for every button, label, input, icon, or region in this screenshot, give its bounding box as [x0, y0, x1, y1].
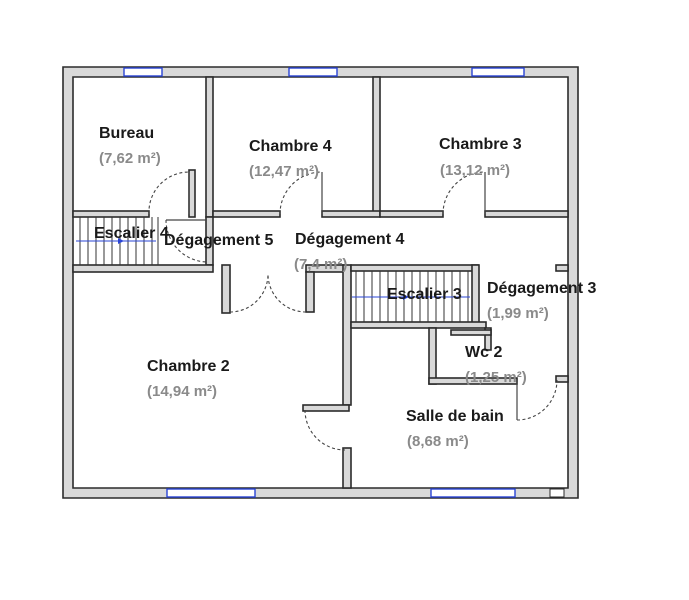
room-name-chambre2: Chambre 2 [147, 358, 230, 375]
wall-chambre4-bottom-right [321, 210, 381, 218]
room-name-escalier4: Escalier 4 [94, 225, 169, 242]
room-area-bureau: (7,62 m²) [99, 150, 161, 167]
room-area-chambre4: (12,47 m²) [249, 163, 319, 180]
wall-chambre4-chambre3 [372, 76, 381, 214]
door-chambre3 [442, 171, 486, 215]
wall-chambre2-door-jamb [305, 271, 315, 313]
wall-escalier3-top [350, 264, 479, 272]
escalier3-steps [352, 271, 470, 322]
door-chambre4 [279, 171, 323, 215]
room-area-wc2: (1,25 m²) [465, 369, 527, 386]
wall-chambre2-door-jamb-low [302, 404, 350, 412]
wall-wc-bottom [428, 377, 518, 385]
door-degagement5 [165, 219, 207, 263]
door-chambre2-double [229, 273, 307, 313]
room-name-wc2: Wc 2 [465, 344, 502, 361]
door-chambre2-side [304, 409, 346, 451]
window-chambre3 [471, 67, 525, 77]
wall-degagement3-stub [555, 264, 569, 272]
wall-sdb-stub [555, 375, 569, 383]
wall-bureau-chambre4 [205, 76, 214, 218]
window-bureau [123, 67, 163, 77]
wall-corner-detail [549, 488, 565, 498]
wall-chambre3-bottom-right [484, 210, 569, 218]
window-chambre2 [166, 488, 256, 498]
room-name-degagement4: Dégagement 4 [295, 231, 404, 248]
wall-wc-right [484, 327, 492, 351]
room-area-chambre2: (14,94 m²) [147, 383, 217, 400]
room-area-chambre3: (13,12 m²) [440, 162, 510, 179]
window-salle-de-bain [430, 488, 516, 498]
room-name-chambre3: Chambre 3 [439, 136, 522, 153]
wall-wc-left [428, 327, 437, 385]
room-area-degagement4: (7,4 m²) [294, 256, 347, 273]
wall-escalier4-bottom [72, 264, 214, 273]
room-name-salle-de-bain: Salle de bain [406, 408, 504, 425]
wall-chambre2-top-mid [221, 264, 231, 314]
room-name-bureau: Bureau [99, 125, 154, 142]
wall-bureau-stub [188, 169, 196, 218]
room-area-degagement3: (1,99 m²) [487, 305, 549, 322]
escalier4-steps [76, 217, 159, 265]
room-name-degagement5: Dégagement 5 [164, 232, 273, 249]
wall-chambre3-bottom-left [379, 210, 444, 218]
wall-escalier3-bottom [350, 321, 487, 329]
room-name-degagement3: Dégagement 3 [487, 280, 596, 297]
wall-wc-door [450, 329, 492, 336]
wall-chambre4-bottom-left [212, 210, 281, 218]
window-chambre4 [288, 67, 338, 77]
exterior-wall [62, 66, 579, 499]
room-name-escalier3: Escalier 3 [387, 286, 462, 303]
room-name-chambre4: Chambre 4 [249, 138, 332, 155]
door-salle-de-bain [516, 379, 558, 421]
wall-chambre2-right [342, 264, 352, 406]
wall-bureau-bottom [72, 210, 150, 218]
room-area-salle-de-bain: (8,68 m²) [407, 433, 469, 450]
door-bureau [148, 171, 190, 215]
wall-chambre2-right-low [342, 447, 352, 489]
wall-escalier3-right [471, 264, 480, 326]
